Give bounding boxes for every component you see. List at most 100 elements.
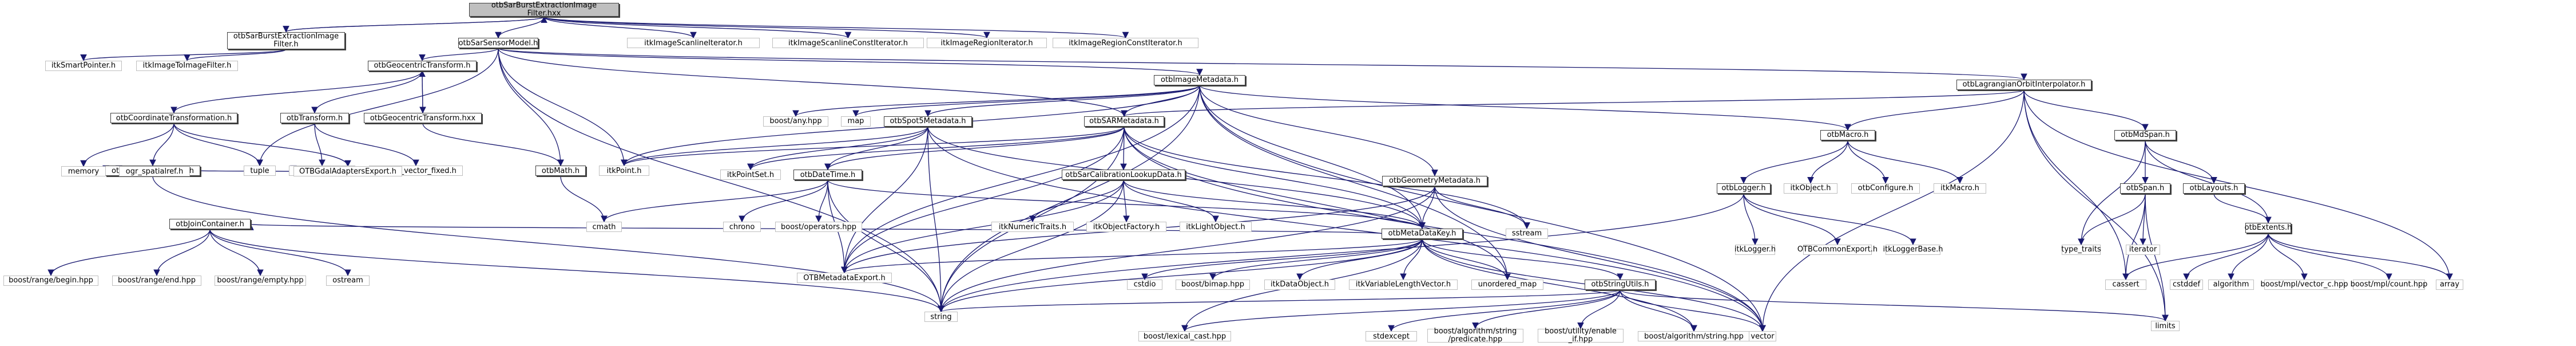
edge-metaKey-to-itkVLV	[1400, 238, 1423, 281]
edge-sarCal-to-itkNumTraits	[1029, 180, 1124, 223]
edge-extents-to-mplcount	[2268, 233, 2392, 281]
node-meta-export: OTBMetadataExport.h	[797, 273, 892, 284]
edge-root-to-itkRegCIt	[543, 16, 1129, 39]
edge-imageMeta-to-vector	[1199, 85, 1766, 332]
edge-sarCal-to-itkObjFactory	[1123, 180, 1130, 223]
node-extents[interactable]: otbExtents.h	[2244, 222, 2292, 233]
edge-otbMacro-to-otbLogger	[1740, 140, 1848, 184]
node-cstdio: cstdio	[1127, 279, 1162, 290]
edge-sarMeta-to-itkPoint	[621, 126, 1125, 167]
node-sar-meta[interactable]: otbSARMetadata.h	[1084, 116, 1164, 127]
node-layouts[interactable]: otbLayouts.h	[2183, 183, 2245, 194]
edge-extents-to-cstddef	[2183, 233, 2269, 281]
edge-joinCont-to-ostream	[209, 229, 351, 277]
node-algpred: boost/algorithm/string /predicate.hpp	[1427, 327, 1523, 343]
edge-imageMeta-to-boostany	[792, 85, 1200, 117]
edge-coordTr-to-spatialRef	[149, 123, 174, 167]
node-gdal-export: OTBGdalAdaptersExport.h	[293, 166, 402, 177]
node-otb-macro[interactable]: otbMacro.h	[1820, 129, 1875, 140]
node-rend: boost/range/end.hpp	[112, 275, 201, 286]
node-array: array	[2436, 279, 2463, 290]
node-span[interactable]: otbSpan.h	[2120, 183, 2170, 194]
edge-sensormodel-to-lagrange	[498, 48, 2027, 81]
edge-metaKey-to-strUtils	[1422, 238, 1624, 281]
node-otb-logger[interactable]: otbLogger.h	[1717, 183, 1771, 194]
node-mdspan[interactable]: otbMdSpan.h	[2114, 129, 2176, 140]
edge-geoTr-to-coordTr	[170, 70, 423, 114]
edge-joinCont-to-rempty	[209, 229, 264, 277]
edge-extents-to-mplvec	[2268, 233, 2308, 281]
node-lagrange[interactable]: otbLagrangianOrbitInterpolator.h	[1956, 79, 2091, 90]
node-sstream: sstream	[1506, 228, 1548, 239]
node-mplcount: boost/mpl/count.hpp	[2350, 279, 2428, 290]
edge-coordTr-to-gdalExport	[173, 123, 351, 167]
edge-lagrange-to-limits	[2023, 89, 2169, 322]
edge-metaKey-to-umap	[1422, 238, 1511, 281]
edge-otbLogger-to-string	[938, 193, 1744, 313]
edge-geomMeta-to-string	[938, 186, 1435, 313]
node-image-meta[interactable]: otbImageMetadata.h	[1154, 74, 1245, 85]
edge-dateTime-to-metaKey	[827, 179, 1426, 229]
node-date-time[interactable]: otbDateTime.h	[793, 170, 862, 180]
node-algstr: boost/algorithm/string.hpp	[1638, 331, 1750, 342]
node-geo-tr[interactable]: otbGeocentricTransform.h	[368, 60, 477, 71]
edge-sarMeta-to-umap	[1124, 126, 1511, 281]
node-spot5[interactable]: otbSpot5Metadata.h	[884, 116, 972, 127]
node-itk-object: itkObject.h	[1784, 183, 1837, 194]
node-enableif: boost/utility/enable _if.hpp	[1538, 327, 1624, 343]
edge-imageMeta-to-otbMacro	[1199, 85, 1851, 131]
node-itk-data-obj: itkDataObject.h	[1264, 279, 1335, 290]
edge-sensormodel-to-itkPoint	[498, 48, 628, 167]
edge-sarMeta-to-string	[938, 126, 1125, 313]
edge-otbMacro-to-itkMacro	[1847, 140, 1963, 184]
edge-root-to-itkRegIt	[543, 16, 990, 39]
edge-joinCont-to-rbegin	[47, 229, 211, 277]
node-cstddef: cstddef	[2170, 279, 2203, 290]
node-algorithm: algorithm	[2208, 279, 2254, 290]
node-memory: memory	[61, 166, 106, 177]
node-rempty: boost/range/empty.hpp	[215, 275, 306, 286]
node-itk-logger: itkLogger.h	[1734, 244, 1776, 255]
edge-geoTrHxx-to-otbMath	[422, 123, 564, 167]
node-otb-math[interactable]: otbMath.h	[535, 166, 586, 176]
node-iterator: iterator	[2126, 244, 2160, 255]
edge-sarMeta-to-dateTime	[824, 126, 1125, 171]
node-mplvec: boost/mpl/vector_c.hpp	[2260, 279, 2348, 290]
edge-otbMacro-to-otbConfigure	[1847, 140, 1889, 184]
node-otb-transform[interactable]: otbTransform.h	[280, 113, 349, 124]
edge-geoTr-to-otbTransform	[311, 70, 423, 114]
node-meta-key[interactable]: otbMetaDataKey.h	[1382, 228, 1463, 239]
node-geom-meta[interactable]: otbGeometryMetadata.h	[1382, 175, 1487, 186]
node-map: map	[841, 116, 871, 127]
edge-sarCal-to-string	[938, 180, 1124, 313]
edge-strUtils-to-string	[938, 289, 1621, 313]
edge-joinCont-to-rend	[153, 229, 211, 277]
node-tuple: tuple	[244, 166, 276, 176]
node-umap: unordered_map	[1471, 279, 1543, 290]
edge-strUtils-to-stdexcept	[1388, 289, 1621, 332]
node-sensormodel[interactable]: otbSarSensorModel.h	[458, 38, 538, 49]
edge-metaKey-to-itkDataObj	[1296, 238, 1423, 281]
edge-spot5-to-metaExport	[841, 126, 928, 274]
edge-joinCont-to-string	[209, 229, 944, 313]
edge-root-to-itkScanIt	[543, 16, 697, 39]
node-filter_h[interactable]: otbSarBurstExtractionImage Filter.h	[227, 32, 345, 50]
edge-metaKey-to-string	[938, 238, 1423, 313]
node-coord-tr[interactable]: otbCoordinateTransformation.h	[110, 113, 237, 124]
edge-otbLogger-to-itkLoggerBase	[1743, 193, 1916, 246]
node-sar-cal[interactable]: otbSarCalibrationLookupData.h	[1062, 170, 1185, 180]
edge-sensormodel-to-tuple	[256, 48, 499, 167]
edge-lagrange-to-mdspan	[2023, 89, 2149, 131]
node-geo-tr-hxx[interactable]: otbGeocentricTransform.hxx	[364, 113, 482, 124]
node-itk-light-obj: itkLightObject.h	[1180, 222, 1252, 233]
edge-sarMeta-to-itkPointSet	[747, 126, 1125, 171]
edge-imageMeta-to-string	[938, 85, 1200, 313]
node-root[interactable]: otbSarBurstExtractionImage Filter.hxx	[469, 2, 619, 17]
node-str-utils[interactable]: otbStringUtils.h	[1585, 279, 1656, 290]
edge-sarCal-to-itkLightObj	[1123, 180, 1219, 223]
node-join-cont[interactable]: otbJoinContainer.h	[169, 219, 251, 230]
edge-sarMeta-to-metaKey	[1124, 126, 1426, 229]
node-itk-v-l-v: itkVariableLengthVector.h	[1349, 279, 1458, 290]
edge-dateTime-to-chrono	[739, 180, 828, 223]
